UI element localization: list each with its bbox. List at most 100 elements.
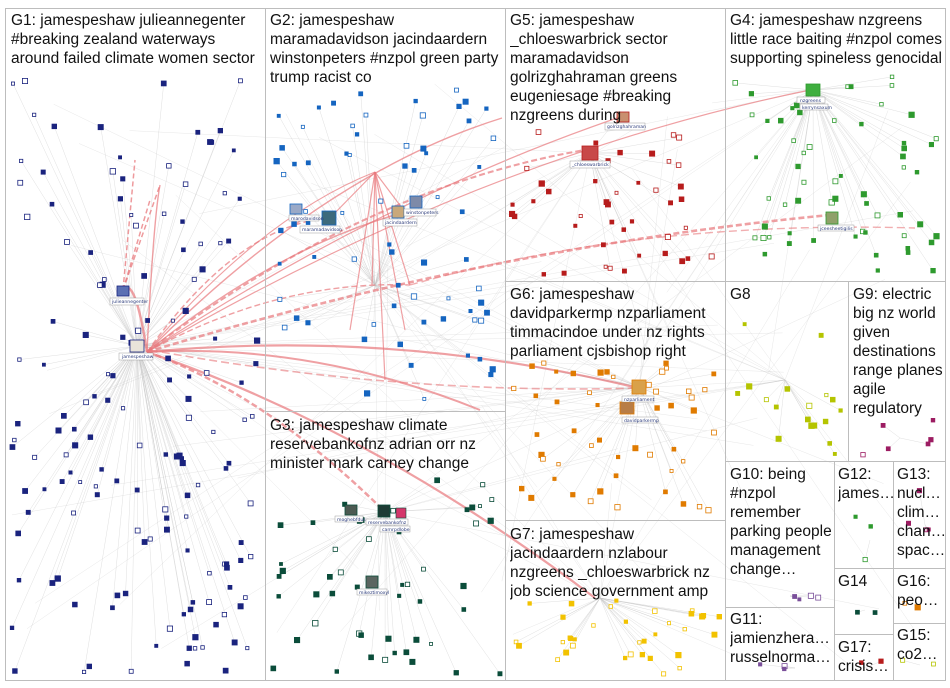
node[interactable] xyxy=(848,84,854,90)
node[interactable] xyxy=(639,652,645,658)
node[interactable] xyxy=(71,510,76,516)
node[interactable] xyxy=(900,657,906,663)
node[interactable] xyxy=(181,612,187,617)
node[interactable] xyxy=(801,150,806,156)
node[interactable] xyxy=(652,608,658,614)
node[interactable] xyxy=(226,238,232,244)
node[interactable] xyxy=(591,623,596,628)
node[interactable] xyxy=(184,492,191,499)
node[interactable] xyxy=(533,393,539,399)
node[interactable] xyxy=(354,132,360,137)
node[interactable] xyxy=(531,199,536,204)
node[interactable] xyxy=(705,507,712,514)
node[interactable] xyxy=(134,487,140,493)
node[interactable] xyxy=(908,111,915,118)
node[interactable] xyxy=(930,267,936,274)
node[interactable] xyxy=(901,145,907,152)
node[interactable] xyxy=(487,517,494,524)
node[interactable] xyxy=(675,162,682,168)
node[interactable] xyxy=(556,462,561,467)
node[interactable] xyxy=(185,548,190,553)
node[interactable] xyxy=(868,524,873,529)
node[interactable] xyxy=(524,165,530,171)
node[interactable] xyxy=(281,324,288,331)
node[interactable] xyxy=(654,405,660,411)
node[interactable] xyxy=(905,245,911,251)
node[interactable] xyxy=(667,621,672,626)
node[interactable] xyxy=(110,373,116,379)
node[interactable] xyxy=(791,138,796,143)
node[interactable] xyxy=(570,370,576,377)
node[interactable] xyxy=(478,299,485,306)
node[interactable] xyxy=(247,500,254,507)
node[interactable] xyxy=(571,428,577,434)
node[interactable] xyxy=(477,356,483,362)
node[interactable] xyxy=(389,249,395,255)
node[interactable] xyxy=(358,632,364,638)
node[interactable] xyxy=(519,485,525,492)
node[interactable] xyxy=(806,402,813,409)
node[interactable] xyxy=(763,397,769,403)
node[interactable] xyxy=(472,317,478,323)
node[interactable] xyxy=(647,451,653,458)
node[interactable] xyxy=(811,238,816,243)
node[interactable] xyxy=(434,477,441,484)
node[interactable] xyxy=(675,652,682,659)
node[interactable] xyxy=(203,370,210,376)
node[interactable] xyxy=(611,374,616,380)
node[interactable] xyxy=(213,336,218,341)
node[interactable] xyxy=(587,390,592,395)
node[interactable] xyxy=(378,198,384,204)
node[interactable] xyxy=(601,242,606,248)
node[interactable] xyxy=(109,168,116,175)
node[interactable] xyxy=(185,414,192,421)
node[interactable] xyxy=(663,360,669,366)
node[interactable] xyxy=(554,399,560,405)
node[interactable] xyxy=(766,196,771,201)
node[interactable] xyxy=(513,639,519,645)
node[interactable] xyxy=(279,567,286,575)
node[interactable] xyxy=(87,434,94,440)
node[interactable] xyxy=(653,632,658,637)
node[interactable] xyxy=(879,102,884,107)
node[interactable] xyxy=(278,227,284,234)
node[interactable] xyxy=(105,397,111,403)
node[interactable] xyxy=(786,241,792,246)
node[interactable] xyxy=(677,183,684,190)
node[interactable] xyxy=(511,385,517,391)
node[interactable] xyxy=(22,488,29,494)
node[interactable] xyxy=(237,78,243,84)
node[interactable] xyxy=(622,268,627,274)
node[interactable] xyxy=(905,250,911,255)
node[interactable] xyxy=(560,614,566,620)
node[interactable] xyxy=(316,105,321,110)
node[interactable] xyxy=(54,575,61,582)
hub-jceesheetigilis[interactable]: jceesheetigilis xyxy=(817,211,855,232)
hub-maramadavidson[interactable]: maramadavidson xyxy=(299,210,342,234)
node[interactable] xyxy=(409,658,416,665)
node[interactable] xyxy=(688,610,695,617)
node[interactable] xyxy=(901,140,907,146)
node[interactable] xyxy=(15,530,22,537)
node[interactable] xyxy=(24,213,31,220)
node[interactable] xyxy=(121,406,126,411)
node[interactable] xyxy=(570,642,576,649)
node[interactable] xyxy=(830,396,836,403)
node[interactable] xyxy=(51,123,57,130)
node[interactable] xyxy=(385,635,392,642)
node[interactable] xyxy=(931,661,936,667)
node[interactable] xyxy=(613,473,619,479)
hub-julieannegenter[interactable]: julieannegenter xyxy=(109,285,148,306)
hub-winstonpeters[interactable]: winstonpeters xyxy=(403,195,439,217)
node[interactable] xyxy=(653,388,659,395)
node[interactable] xyxy=(677,666,682,671)
node[interactable] xyxy=(807,592,814,599)
node[interactable] xyxy=(616,454,621,460)
node[interactable] xyxy=(217,127,224,134)
node[interactable] xyxy=(632,445,639,452)
hub-nzgreens[interactable]: nzgreens xyxy=(796,83,826,104)
node[interactable] xyxy=(145,318,151,323)
node[interactable] xyxy=(413,636,420,643)
node[interactable] xyxy=(135,327,142,334)
node[interactable] xyxy=(787,231,792,236)
